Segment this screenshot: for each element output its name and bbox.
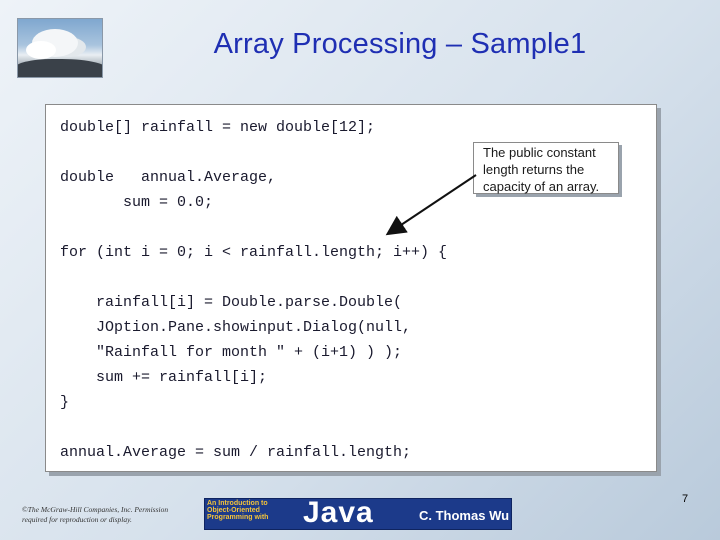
code-line: }: [60, 394, 70, 411]
code-line: "Rainfall for month " + (i+1) ) );: [60, 344, 403, 361]
book-subtitle-line: Programming with: [207, 514, 269, 521]
copyright-line: ©The McGraw-Hill Companies, Inc. Permiss…: [22, 505, 169, 514]
copyright-line: required for reproduction or display.: [22, 515, 132, 524]
callout-line: The public constant: [483, 145, 596, 160]
code-line: sum += rainfall[i];: [60, 369, 268, 386]
code-line: double annual.Average,: [60, 169, 277, 186]
code-line: annual.Average = sum / rainfall.length;: [60, 444, 412, 461]
callout-line: capacity of an array.: [483, 179, 600, 194]
cloud-shape: [26, 41, 56, 59]
book-subtitle-line: Object-Oriented: [207, 507, 260, 514]
page-number: 7: [682, 493, 689, 505]
code-line: for (int i = 0; i < rainfall.length; i++…: [60, 244, 448, 261]
code-line: sum = 0.0;: [60, 194, 214, 211]
rock-shape: [18, 59, 102, 77]
copyright-notice: ©The McGraw-Hill Companies, Inc. Permiss…: [22, 505, 192, 525]
code-line: double[] rainfall = new double[12];: [60, 119, 376, 136]
book-subtitle-line: An Introduction to: [207, 500, 268, 507]
cover-image-logo: [17, 18, 103, 78]
code-line: rainfall[i] = Double.parse.Double(: [60, 294, 403, 311]
java-logo-text: Java: [303, 498, 374, 529]
slide-title: Array Processing – Sample1: [213, 28, 587, 60]
callout-line: length returns the: [483, 162, 585, 177]
book-author: C. Thomas Wu: [419, 508, 510, 523]
code-line: JOption.Pane.showinput.Dialog(null,: [60, 319, 412, 336]
callout-note: The public constant length returns the c…: [473, 142, 619, 194]
